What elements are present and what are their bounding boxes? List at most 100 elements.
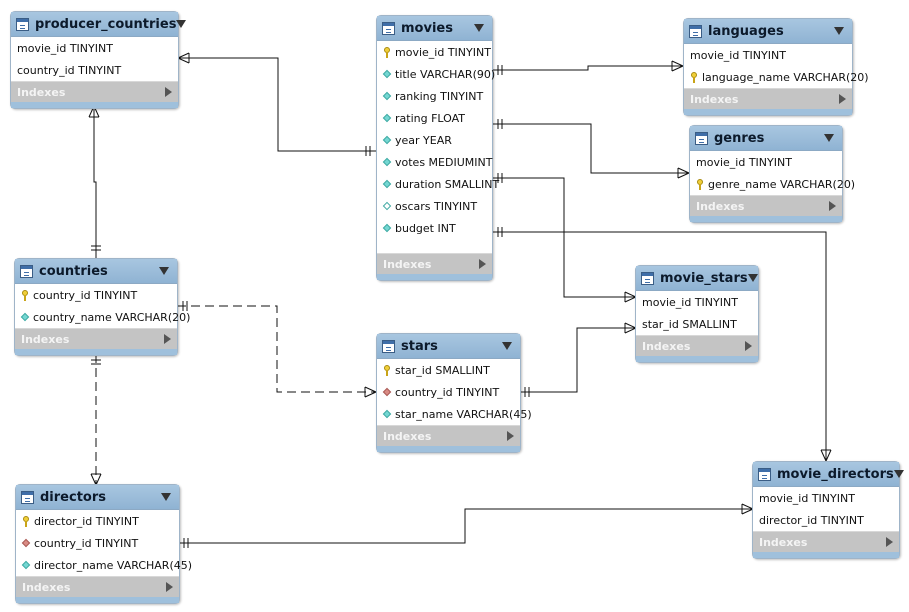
column-row[interactable]: movie_id TINYINT [690, 151, 842, 173]
relationship-movies-movie-stars[interactable] [492, 173, 637, 303]
table-header[interactable]: stars [377, 334, 520, 359]
column-label: rating FLOAT [395, 111, 466, 125]
column-row[interactable]: star_name VARCHAR(45) [377, 403, 532, 425]
table-header[interactable]: genres [690, 126, 842, 151]
table-header[interactable]: languages [684, 19, 852, 44]
relationship-producer-countries-countries[interactable] [88, 105, 101, 259]
column-icon [21, 312, 29, 323]
column-row[interactable]: genre_name VARCHAR(20) [690, 173, 855, 195]
column-row[interactable]: title VARCHAR(90) [377, 63, 495, 85]
table-footer [11, 102, 178, 108]
column-row[interactable]: director_id TINYINT [753, 509, 899, 531]
column-row[interactable]: star_id SMALLINT [636, 313, 758, 335]
column-row[interactable]: country_id TINYINT [15, 284, 177, 306]
column-row[interactable]: ranking TINYINT [377, 85, 492, 107]
table-footer [15, 349, 177, 355]
indexes-section[interactable]: Indexes [11, 81, 178, 102]
table-movies[interactable]: movies movie_id TINYINT title VARCHAR(90… [376, 15, 499, 281]
column-label: country_id TINYINT [34, 536, 139, 550]
table-movie-directors[interactable]: movie_directors movie_id TINYINT directo… [752, 461, 904, 559]
indexes-section[interactable]: Indexes [690, 195, 842, 216]
table-icon [16, 17, 29, 31]
collapse-arrow-icon[interactable] [474, 24, 484, 32]
column-row[interactable]: star_id SMALLINT [377, 359, 520, 381]
collapse-arrow-icon[interactable] [747, 274, 758, 282]
column-label: language_name VARCHAR(20) [702, 70, 869, 84]
column-row[interactable]: country_id TINYINT [377, 381, 520, 403]
collapse-arrow-icon[interactable] [502, 342, 512, 350]
table-directors[interactable]: directors director_id TINYINT country_id… [15, 484, 192, 604]
column-row[interactable]: movie_id TINYINT [377, 41, 492, 63]
column-row[interactable]: rating FLOAT [377, 107, 492, 129]
expand-arrow-icon[interactable] [886, 537, 893, 547]
collapse-arrow-icon[interactable] [893, 470, 904, 478]
table-producer-countries[interactable]: producer_countries movie_id TINYINT coun… [10, 11, 187, 109]
column-icon [22, 560, 30, 571]
table-icon [695, 131, 708, 145]
indexes-section[interactable]: Indexes [684, 88, 852, 109]
foreign-key-icon [383, 387, 391, 398]
table-icon [382, 21, 395, 35]
relationship-movies-movie-directors[interactable] [492, 227, 832, 462]
column-row[interactable]: movie_id TINYINT [753, 487, 899, 509]
column-row[interactable]: oscars TINYINT [377, 195, 492, 217]
primary-key-icon [22, 515, 30, 527]
expand-arrow-icon[interactable] [507, 431, 514, 441]
column-row[interactable]: country_name VARCHAR(20) [15, 306, 190, 328]
expand-arrow-icon[interactable] [479, 259, 486, 269]
column-label: duration SMALLINT [395, 177, 500, 191]
indexes-section[interactable]: Indexes [16, 576, 179, 597]
collapse-arrow-icon[interactable] [161, 493, 171, 501]
column-label: oscars TINYINT [395, 199, 478, 213]
collapse-arrow-icon[interactable] [159, 267, 169, 275]
table-header[interactable]: countries [15, 259, 177, 284]
relationship-movies-languages[interactable] [492, 60, 684, 75]
expand-arrow-icon[interactable] [839, 94, 846, 104]
expand-arrow-icon[interactable] [745, 341, 752, 351]
table-icon [689, 24, 702, 38]
table-stars[interactable]: stars star_id SMALLINT country_id TINYIN… [376, 333, 532, 453]
expand-arrow-icon[interactable] [829, 201, 836, 211]
table-header[interactable]: movies [377, 16, 492, 41]
column-row[interactable]: budget INT [377, 217, 492, 239]
column-row[interactable]: country_id TINYINT [11, 59, 178, 81]
table-header[interactable]: movie_stars [636, 266, 758, 291]
indexes-section[interactable]: Indexes [377, 253, 492, 274]
column-row[interactable]: country_id TINYINT [16, 532, 179, 554]
column-row[interactable]: movie_id TINYINT [636, 291, 758, 313]
table-header[interactable]: directors [16, 485, 179, 510]
table-languages[interactable]: languages movie_id TINYINT language_name… [683, 18, 869, 116]
expand-arrow-icon[interactable] [165, 87, 172, 97]
table-movie-stars[interactable]: movie_stars movie_id TINYINT star_id SMA… [635, 265, 759, 363]
column-row[interactable]: director_name VARCHAR(45) [16, 554, 192, 576]
relationship-producer-countries-movies[interactable] [177, 52, 376, 156]
column-label: movie_id TINYINT [17, 41, 113, 55]
relationship-countries-stars[interactable] [177, 305, 376, 393]
column-row[interactable]: votes MEDIUMINT [377, 151, 492, 173]
table-header[interactable]: producer_countries [11, 12, 187, 37]
column-row[interactable]: duration SMALLINT [377, 173, 499, 195]
indexes-section[interactable]: Indexes [15, 328, 177, 349]
column-row[interactable]: year YEAR [377, 129, 492, 151]
column-icon [383, 69, 391, 80]
relationship-stars-movie-stars[interactable] [520, 322, 637, 397]
table-genres[interactable]: genres movie_id TINYINT genre_name VARCH… [689, 125, 855, 223]
indexes-section[interactable]: Indexes [753, 531, 899, 552]
relationship-movies-genres[interactable] [492, 119, 690, 179]
column-row[interactable]: movie_id TINYINT [684, 44, 852, 66]
collapse-arrow-icon[interactable] [824, 134, 834, 142]
column-row[interactable]: director_id TINYINT [16, 510, 179, 532]
expand-arrow-icon[interactable] [166, 582, 173, 592]
column-row[interactable]: movie_id TINYINT [11, 37, 178, 59]
relationship-directors-movie-directors[interactable] [179, 503, 754, 548]
expand-arrow-icon[interactable] [164, 334, 171, 344]
collapse-arrow-icon[interactable] [176, 20, 187, 28]
table-header[interactable]: movie_directors [753, 462, 904, 487]
column-icon [383, 135, 391, 146]
column-label: country_name VARCHAR(20) [33, 310, 191, 324]
column-row[interactable]: language_name VARCHAR(20) [684, 66, 869, 88]
table-countries[interactable]: countries country_id TINYINT country_nam… [14, 258, 190, 356]
indexes-section[interactable]: Indexes [636, 335, 758, 356]
indexes-section[interactable]: Indexes [377, 425, 520, 446]
collapse-arrow-icon[interactable] [834, 27, 844, 35]
